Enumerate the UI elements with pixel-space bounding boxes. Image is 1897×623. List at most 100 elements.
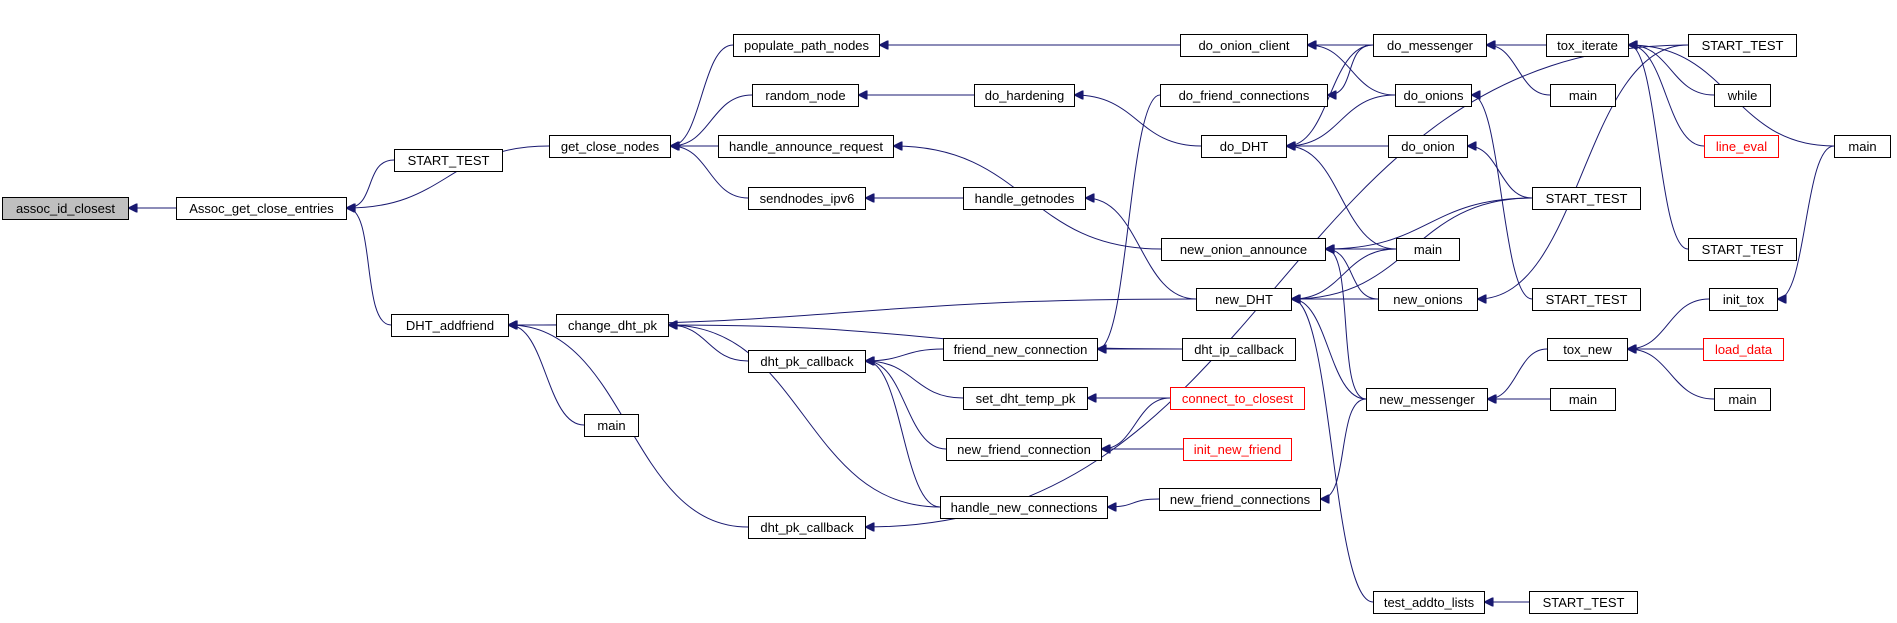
- graph-node-n18[interactable]: handle_new_connections: [940, 496, 1108, 519]
- graph-node-n33[interactable]: new_messenger: [1366, 388, 1488, 411]
- node-box: [1201, 135, 1287, 158]
- graph-node-n39[interactable]: tox_new: [1547, 338, 1628, 361]
- node-label: set_dht_temp_pk: [976, 391, 1076, 406]
- graph-node-n31[interactable]: main: [1396, 238, 1460, 261]
- node-label: get_close_nodes: [561, 139, 660, 154]
- node-box: [1170, 387, 1305, 410]
- graph-node-n3[interactable]: get_close_nodes: [549, 135, 671, 158]
- node-box: [1529, 591, 1638, 614]
- graph-node-n17[interactable]: new_friend_connection: [946, 438, 1102, 461]
- node-box: [974, 84, 1075, 107]
- graph-node-n22[interactable]: new_onion_announce: [1161, 238, 1326, 261]
- call-edge-59: [1629, 45, 1689, 250]
- graph-node-n10[interactable]: main: [584, 414, 639, 437]
- graph-node-n30[interactable]: do_onion: [1388, 135, 1468, 158]
- graph-node-n38[interactable]: START_TEST: [1532, 288, 1641, 311]
- node-box: [1366, 388, 1488, 411]
- graph-node-n9[interactable]: change_dht_pk: [556, 314, 669, 337]
- graph-node-n44[interactable]: line_eval: [1704, 135, 1779, 158]
- graph-node-n8[interactable]: sendnodes_ipv6: [748, 187, 866, 210]
- node-box: [391, 314, 509, 337]
- node-label: sendnodes_ipv6: [760, 191, 855, 206]
- graph-node-n43[interactable]: while: [1714, 84, 1771, 107]
- node-label: START_TEST: [408, 153, 490, 168]
- graph-node-n37[interactable]: START_TEST: [1532, 187, 1641, 210]
- node-label: do_friend_connections: [1179, 88, 1310, 103]
- graph-node-n13[interactable]: do_hardening: [974, 84, 1075, 107]
- node-label: line_eval: [1716, 139, 1767, 154]
- graph-node-n27[interactable]: new_friend_connections: [1159, 488, 1321, 511]
- node-label: START_TEST: [1543, 595, 1625, 610]
- graph-node-n21[interactable]: do_DHT: [1201, 135, 1287, 158]
- graph-node-n19[interactable]: do_onion_client: [1180, 34, 1308, 57]
- graph-node-n45[interactable]: START_TEST: [1688, 238, 1797, 261]
- node-box: [748, 187, 866, 210]
- node-box: [733, 34, 880, 57]
- node-box: [1704, 135, 1779, 158]
- graph-node-n23[interactable]: new_DHT: [1196, 288, 1292, 311]
- call-edge-48: [1321, 398, 1367, 499]
- node-label: do_DHT: [1220, 139, 1268, 154]
- graph-node-n0[interactable]: assoc_id_closest: [2, 197, 129, 220]
- node-box: [1688, 34, 1797, 57]
- node-box: [1547, 338, 1628, 361]
- graph-node-n11[interactable]: dht_pk_callback: [748, 350, 866, 373]
- graph-node-n24[interactable]: dht_ip_callback: [1182, 338, 1296, 361]
- graph-node-n4[interactable]: DHT_addfriend: [391, 314, 509, 337]
- node-box: [1183, 438, 1292, 461]
- node-label: new_DHT: [1215, 292, 1273, 307]
- graph-node-n32[interactable]: new_onions: [1378, 288, 1478, 311]
- node-box: [748, 516, 866, 539]
- graph-node-n35[interactable]: tox_iterate: [1546, 34, 1629, 57]
- node-box: [1714, 84, 1771, 107]
- graph-node-n16[interactable]: set_dht_temp_pk: [963, 387, 1088, 410]
- graph-node-n2[interactable]: START_TEST: [394, 149, 503, 172]
- graph-node-n5[interactable]: populate_path_nodes: [733, 34, 880, 57]
- call-edge-33: [1308, 45, 1396, 96]
- call-edge-40: [1326, 249, 1379, 300]
- graph-node-n15[interactable]: friend_new_connection: [943, 338, 1098, 361]
- graph-node-n25[interactable]: connect_to_closest: [1170, 387, 1305, 410]
- call-edge-4: [671, 44, 734, 146]
- node-label: do_messenger: [1387, 38, 1474, 53]
- node-box: [1159, 488, 1321, 511]
- graph-node-n26[interactable]: init_new_friend: [1183, 438, 1292, 461]
- graph-node-n14[interactable]: handle_getnodes: [963, 187, 1086, 210]
- node-label: START_TEST: [1702, 38, 1784, 53]
- call-edge-7: [671, 146, 749, 199]
- graph-node-n12[interactable]: dht_pk_callback: [748, 516, 866, 539]
- call-edge-50: [1487, 45, 1551, 96]
- node-box: [394, 149, 503, 172]
- graph-node-n1[interactable]: Assoc_get_close_entries: [176, 197, 347, 220]
- edges-layer: [129, 44, 1835, 602]
- call-edge-42: [1326, 197, 1533, 249]
- graph-node-n47[interactable]: load_data: [1703, 338, 1784, 361]
- call-edge-36: [1287, 94, 1396, 146]
- graph-node-n49[interactable]: main: [1834, 135, 1891, 158]
- node-box: [1180, 34, 1308, 57]
- node-label: new_onions: [1393, 292, 1463, 307]
- graph-node-n34[interactable]: test_addto_lists: [1373, 591, 1485, 614]
- node-box: [1373, 34, 1487, 57]
- call-edge-34: [1328, 44, 1374, 95]
- graph-node-n42[interactable]: START_TEST: [1688, 34, 1797, 57]
- graph-node-n36[interactable]: main: [1550, 84, 1616, 107]
- node-box: [1709, 288, 1778, 311]
- graph-node-n7[interactable]: handle_announce_request: [718, 135, 894, 158]
- graph-node-n20[interactable]: do_friend_connections: [1160, 84, 1328, 107]
- node-label: START_TEST: [1546, 292, 1628, 307]
- node-label: main: [1728, 392, 1756, 407]
- node-label: START_TEST: [1702, 242, 1784, 257]
- call-edge-9: [509, 325, 585, 426]
- graph-node-n46[interactable]: init_tox: [1709, 288, 1778, 311]
- graph-node-n48[interactable]: main: [1714, 388, 1771, 411]
- graph-node-n29[interactable]: do_onions: [1395, 84, 1472, 107]
- graph-node-n6[interactable]: random_node: [752, 84, 859, 107]
- node-box: [718, 135, 894, 158]
- graph-node-n40[interactable]: main: [1550, 388, 1616, 411]
- node-label: new_friend_connections: [1170, 492, 1311, 507]
- node-label: handle_new_connections: [951, 500, 1098, 515]
- call-edge-41: [1326, 249, 1367, 400]
- graph-node-n41[interactable]: START_TEST: [1529, 591, 1638, 614]
- graph-node-n28[interactable]: do_messenger: [1373, 34, 1487, 57]
